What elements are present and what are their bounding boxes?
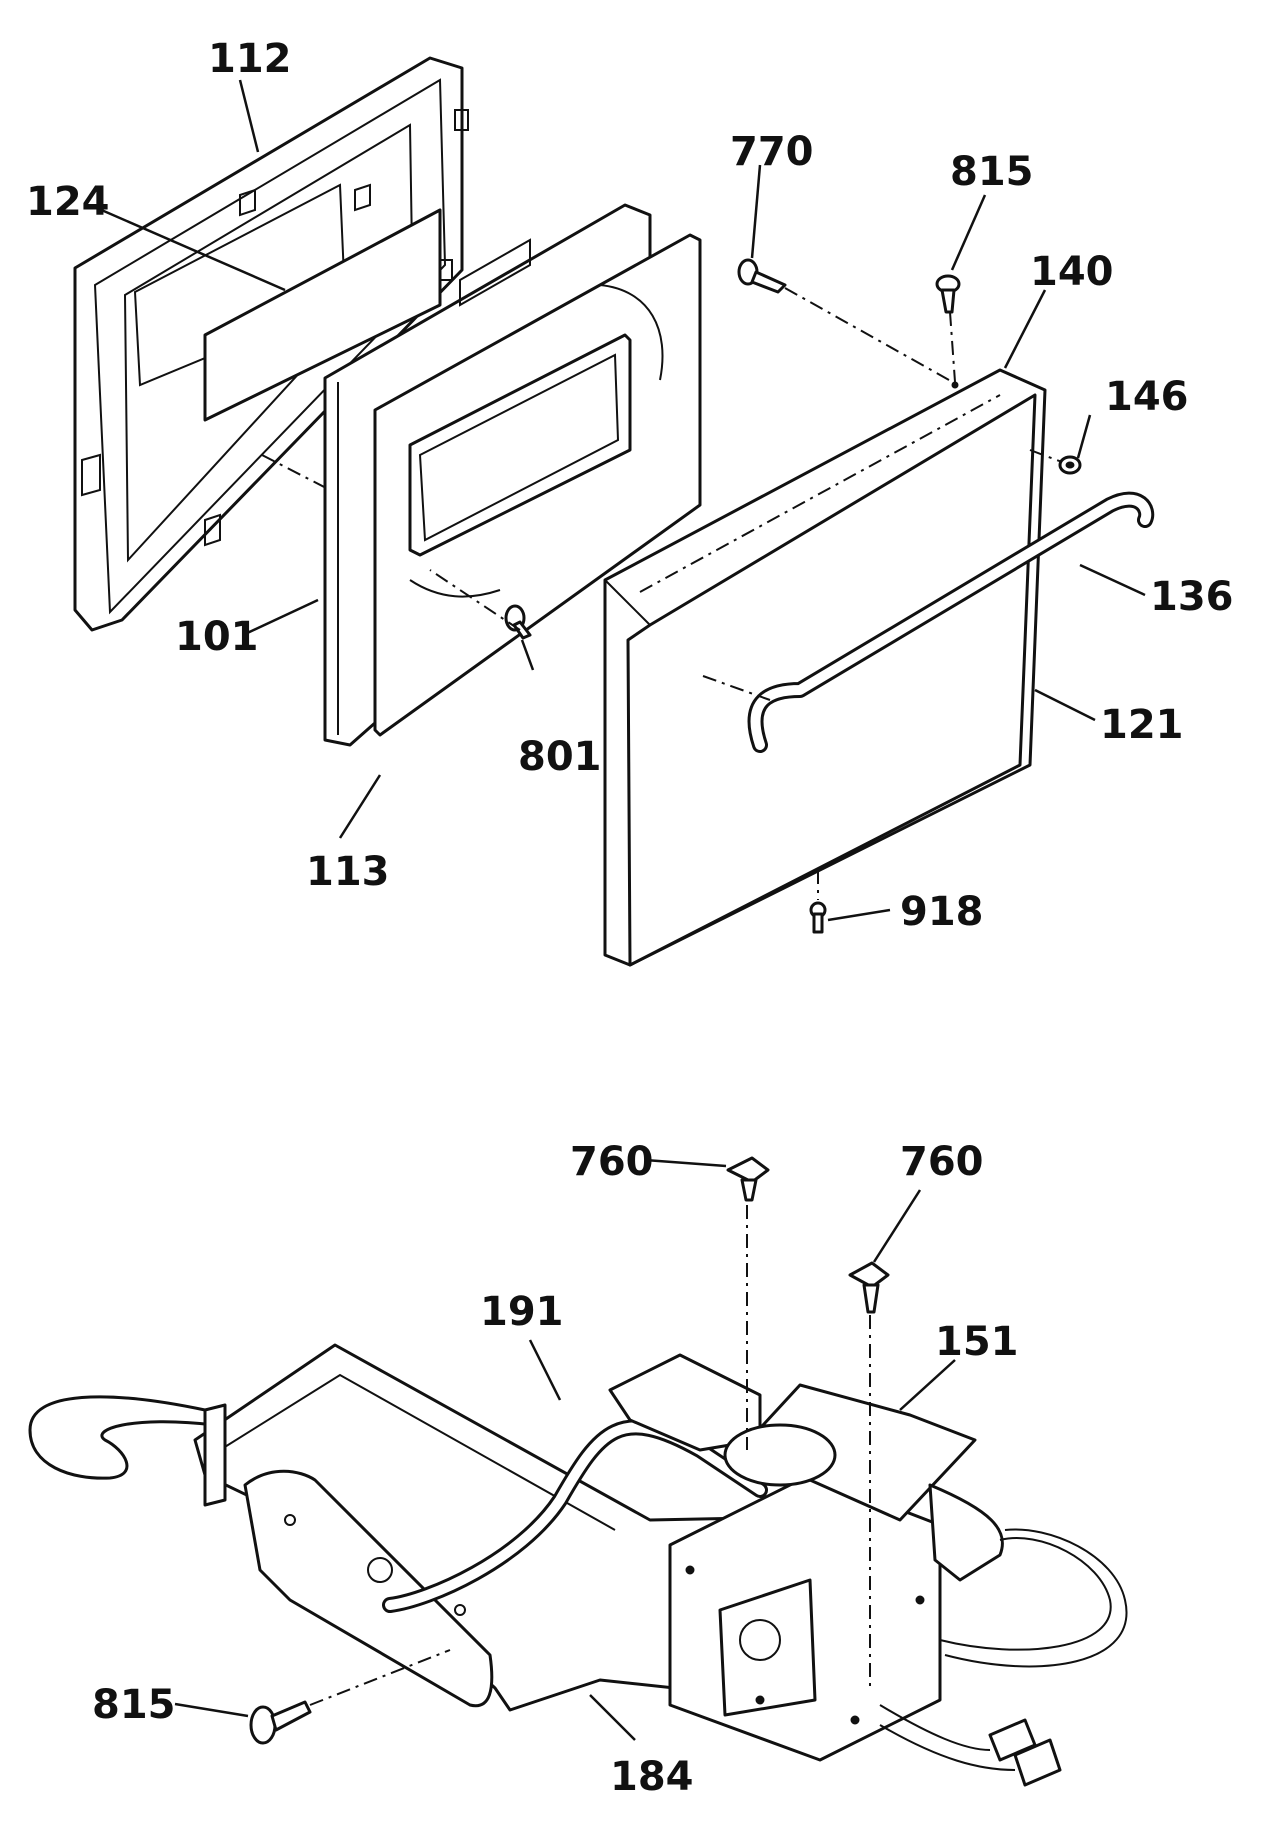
callout-801: 801 <box>518 734 602 780</box>
callout-113: 113 <box>306 849 390 895</box>
callout-815-upper: 815 <box>950 149 1034 195</box>
callout-815-lower: 815 <box>92 1682 176 1728</box>
callout-121: 121 <box>1100 702 1184 748</box>
door-glass-124 <box>203 208 442 422</box>
screw-770 <box>737 258 787 294</box>
callout-760-right: 760 <box>900 1139 984 1185</box>
callout-151: 151 <box>935 1319 1019 1365</box>
screw-815-lower <box>249 1700 312 1745</box>
door-handle-136 <box>747 491 1155 753</box>
lock-motor-151 <box>668 1383 1128 1787</box>
screw-760-right <box>848 1261 890 1314</box>
assembly-lines-upper <box>261 287 1063 900</box>
callout-101: 101 <box>175 614 259 660</box>
callout-labels: 112 124 770 815 140 146 136 101 121 801 … <box>26 36 1234 1800</box>
leader-lines-lower <box>174 1158 956 1741</box>
callout-136: 136 <box>1150 574 1234 620</box>
door-frame-113 <box>373 233 702 737</box>
callout-191: 191 <box>480 1289 564 1335</box>
screw-918 <box>809 901 827 934</box>
callout-760-left: 760 <box>570 1139 654 1185</box>
callout-770: 770 <box>730 129 814 175</box>
spacer-146 <box>1058 455 1082 475</box>
latch-hook <box>28 1395 217 1480</box>
callout-146: 146 <box>1105 374 1189 420</box>
screw-760-left <box>726 1156 770 1202</box>
callout-918: 918 <box>900 889 984 935</box>
callout-112: 112 <box>208 36 292 82</box>
link-rod-191 <box>382 1353 768 1613</box>
screw-815-upper <box>935 274 961 314</box>
leader-lines-upper <box>89 79 1146 922</box>
callout-140: 140 <box>1030 249 1114 295</box>
assembly-lines-lower <box>309 1205 871 1706</box>
callout-184: 184 <box>610 1754 694 1800</box>
callout-124: 124 <box>26 179 110 225</box>
